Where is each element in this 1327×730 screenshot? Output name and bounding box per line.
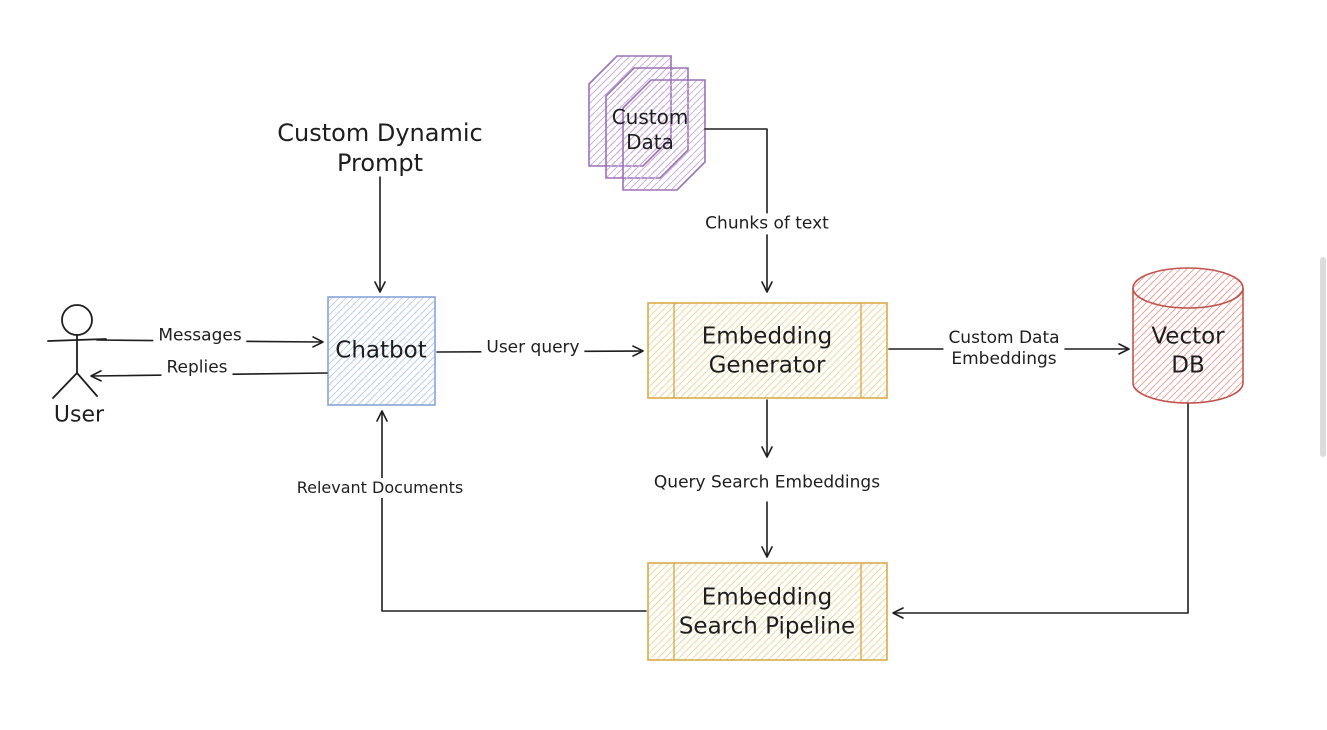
- vector-db-node: [1132, 267, 1244, 404]
- replies-label: Replies: [161, 357, 233, 379]
- embedding-search-pipeline-node: [647, 562, 888, 661]
- chatbot-node: [327, 296, 436, 406]
- custom-data-doc-front: [622, 79, 706, 191]
- query-search-embeddings-label: Query Search Embeddings: [653, 472, 881, 493]
- embedding-search-pipeline-label: Embedding Search Pipeline: [678, 584, 856, 639]
- chunks-of-text-arrow: [704, 128, 773, 293]
- embedding-generator-node: [647, 302, 888, 399]
- messages-label: Messages: [153, 325, 247, 347]
- relevant-documents-label: Relevant Documents: [291, 478, 469, 498]
- vector-db-label: Vector DB: [1151, 323, 1225, 378]
- chunks-of-text-label: Chunks of text: [700, 213, 834, 235]
- chatbot-label: Chatbot: [335, 337, 427, 364]
- vector-db-to-pipeline-arrow: [892, 403, 1189, 619]
- custom-data-embeddings-label: Custom Data Embeddings: [943, 327, 1065, 371]
- user-label: User: [53, 402, 105, 428]
- embedding-generator-label: Embedding Generator: [701, 323, 833, 378]
- custom-dynamic-prompt-label: Custom Dynamic Prompt: [277, 119, 483, 177]
- user-query-label: User query: [481, 337, 585, 359]
- pipeline-to-chatbot-arrow: [376, 410, 647, 612]
- vertical-scrollbar-thumb[interactable]: [1320, 257, 1326, 457]
- user-figure: [47, 304, 107, 399]
- custom-data-node: [588, 55, 706, 191]
- custom-data-label: Custom Data: [611, 105, 689, 154]
